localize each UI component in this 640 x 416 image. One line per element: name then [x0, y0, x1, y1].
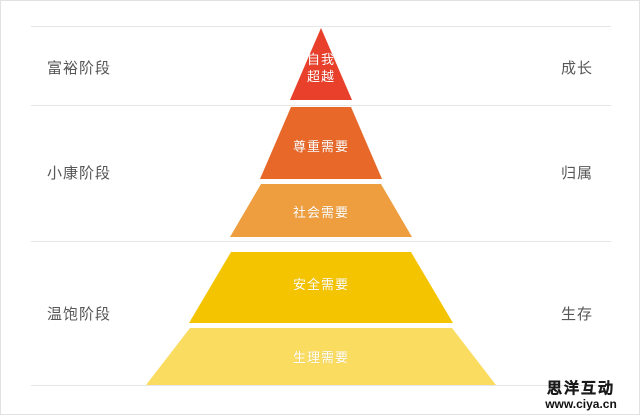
band-label-esteem-needs: 尊重需要	[292, 139, 349, 154]
band-label-physiological-needs: 生理需要	[292, 350, 349, 365]
watermark: 思洋互动 www.ciya.cn	[527, 381, 635, 410]
band-label-social-needs: 社会需要	[292, 205, 349, 220]
watermark-url: www.ciya.cn	[545, 397, 617, 411]
divider-affluent-welloff	[31, 105, 611, 106]
right-label-belonging: 归属	[560, 165, 593, 182]
divider-bottom	[31, 385, 611, 386]
band-label-line2: 超越	[306, 69, 335, 84]
pyramid-band-safety-needs[interactable]	[189, 252, 453, 323]
divider-welloff-subsistence	[31, 241, 611, 242]
band-label-self-transcendence: 自我 超越	[291, 51, 351, 85]
pyramid-band-esteem-needs[interactable]	[260, 107, 382, 179]
divider-top	[31, 26, 611, 27]
right-label-survival: 生存	[560, 306, 593, 323]
band-label-line1: 自我	[306, 52, 335, 67]
right-label-growth: 成长	[560, 60, 593, 77]
watermark-brand: 思洋互动	[546, 380, 615, 397]
left-label-welloff-stage: 小康阶段	[47, 165, 112, 182]
pyramid-band-self-transcendence[interactable]	[290, 28, 352, 100]
left-label-subsistence-stage: 温饱阶段	[47, 306, 112, 323]
left-label-affluent-stage: 富裕阶段	[47, 60, 112, 77]
pyramid-band-physiological-needs[interactable]	[146, 328, 496, 385]
band-label-safety-needs: 安全需要	[292, 277, 349, 292]
pyramid-band-social-needs[interactable]	[230, 184, 412, 237]
